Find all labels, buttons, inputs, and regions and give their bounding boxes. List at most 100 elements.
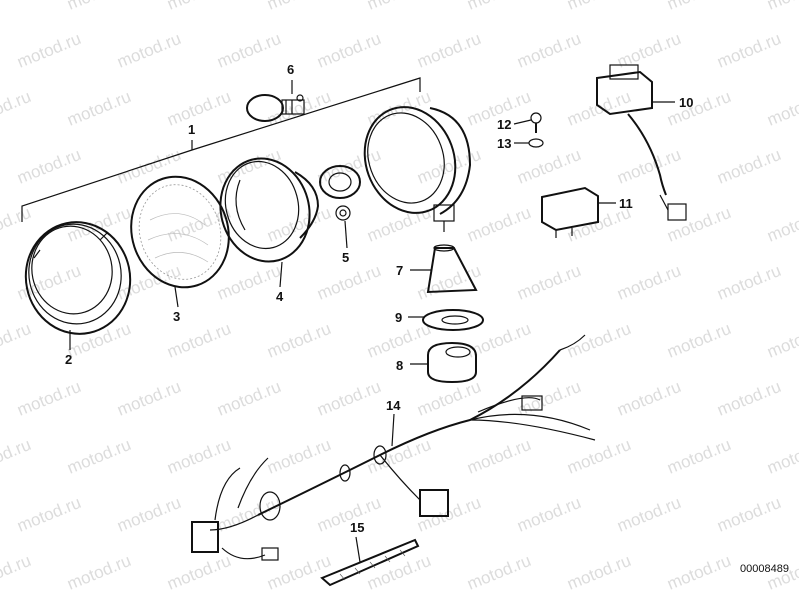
screw-part xyxy=(530,112,542,133)
watermark-text: motod.ru xyxy=(514,493,583,536)
watermark-text: motod.ru xyxy=(414,145,483,188)
watermark-text: motod.ru xyxy=(714,493,783,536)
watermark-text: motod.ru xyxy=(764,87,799,130)
callout-14: 14 xyxy=(386,398,401,413)
watermark-text: motod.ru xyxy=(564,435,633,478)
watermark-text: motod.ru xyxy=(0,319,34,362)
callout-labels: 1 2 3 4 5 6 7 8 9 10 11 12 13 14 15 xyxy=(65,62,693,535)
watermark-text: motod.ru xyxy=(64,435,133,478)
callout-3: 3 xyxy=(173,309,180,324)
callout-9: 9 xyxy=(395,310,402,325)
watermark-text: motod.ru xyxy=(464,319,533,362)
watermark-text: motod.ru xyxy=(664,203,733,246)
watermark-text: motod.ru xyxy=(414,29,483,72)
watermark-text: motod.ru xyxy=(214,29,283,72)
watermark-text: motod.ru xyxy=(114,493,183,536)
watermark-text: motod.ru xyxy=(14,29,83,72)
watermark-text: motod.ru xyxy=(464,435,533,478)
watermark-text: motod.ru xyxy=(514,261,583,304)
reflector-part xyxy=(219,157,320,263)
watermark-text: motod.ru xyxy=(0,203,34,246)
watermark-text: motod.ru xyxy=(514,145,583,188)
watermark-text: motod.ru xyxy=(564,87,633,130)
watermark-text: motod.ru xyxy=(664,435,733,478)
lens-part xyxy=(130,175,230,289)
watermark-text: motod.ru xyxy=(614,493,683,536)
watermark-text: motod.ru xyxy=(14,261,83,304)
callout-2: 2 xyxy=(65,352,72,367)
leader-lines xyxy=(69,80,675,563)
socket-clip-part xyxy=(319,165,361,221)
watermark-text: motod.ru xyxy=(464,203,533,246)
watermark-text: motod.ru xyxy=(114,145,183,188)
watermark-text: motod.ru xyxy=(314,29,383,72)
watermark-text: motod.ru xyxy=(714,145,783,188)
callout-7: 7 xyxy=(396,263,403,278)
watermark-text: motod.ru xyxy=(214,493,283,536)
watermark-text: motod.ru xyxy=(0,87,34,130)
watermark-text: motod.ru xyxy=(164,0,233,14)
watermark-text: motod.ru xyxy=(414,493,483,536)
watermark-text: motod.ru xyxy=(714,29,783,72)
watermark-text: motod.ru xyxy=(164,435,233,478)
watermark-text: motod.ru xyxy=(564,319,633,362)
watermark-text: motod.ru xyxy=(64,87,133,130)
callout-13: 13 xyxy=(497,136,511,151)
watermark-text: motod.ru xyxy=(414,261,483,304)
watermark-text: motod.ru xyxy=(314,261,383,304)
callout-4: 4 xyxy=(276,289,284,304)
watermark-text: motod.ru xyxy=(164,551,233,594)
watermark-text: motod.ru xyxy=(764,319,799,362)
bulb-part xyxy=(246,94,305,122)
callout-12: 12 xyxy=(497,117,511,132)
watermark-text: motod.ru xyxy=(614,261,683,304)
watermark-text: motod.ru xyxy=(464,0,533,14)
watermark-text: motod.ru xyxy=(214,261,283,304)
callout-5: 5 xyxy=(342,250,349,265)
watermark-text: motod.ru xyxy=(264,551,333,594)
watermark-text: motod.ru xyxy=(714,261,783,304)
lamp-housing-part xyxy=(363,106,472,232)
mount-cone-part xyxy=(426,244,478,294)
watermark-text: motod.ru xyxy=(714,377,783,420)
watermark-text: motod.ru xyxy=(364,0,433,14)
document-id: 00008489 xyxy=(740,563,789,575)
relay-with-lead-part xyxy=(596,64,687,221)
watermark-text: motod.ru xyxy=(664,0,733,14)
watermark-text: motod.ru xyxy=(264,0,333,14)
washer-part xyxy=(422,309,484,331)
watermark-text: motod.ru xyxy=(664,319,733,362)
watermark-text: motod.ru xyxy=(0,435,34,478)
callout-15: 15 xyxy=(350,520,364,535)
callout-1: 1 xyxy=(188,122,195,137)
watermark-text: motod.ru xyxy=(414,377,483,420)
callout-10: 10 xyxy=(679,95,693,110)
relay-part xyxy=(541,186,599,238)
watermark-text: motod.ru xyxy=(564,551,633,594)
callout-8: 8 xyxy=(396,358,403,373)
group-bracket xyxy=(21,77,421,222)
watermark-text: motod.ru xyxy=(264,435,333,478)
watermark-text: motod.ru xyxy=(114,261,183,304)
watermark-text: motod.ru xyxy=(664,87,733,130)
watermark-text: motod.ru xyxy=(614,145,683,188)
watermark-text: motod.ru xyxy=(464,551,533,594)
watermark-text: motod.ru xyxy=(614,377,683,420)
watermark-text: motod.ru xyxy=(514,29,583,72)
watermark-text: motod.ru xyxy=(364,319,433,362)
watermark-text: motod.ru xyxy=(264,319,333,362)
callout-11: 11 xyxy=(619,196,633,211)
wiring-harness-part xyxy=(191,334,596,561)
watermark-text: motod.ru xyxy=(314,145,383,188)
watermark-text: motod.ru xyxy=(664,551,733,594)
watermark-text: motod.ru xyxy=(764,203,799,246)
watermark-text: motod.ru xyxy=(0,0,34,14)
watermark-text: motod.ru xyxy=(564,0,633,14)
watermark-text: motod.ru xyxy=(764,0,799,14)
watermark-text: motod.ru xyxy=(764,435,799,478)
watermark-text: motod.ru xyxy=(14,493,83,536)
watermark-text: motod.ru xyxy=(214,145,283,188)
callout-6: 6 xyxy=(287,62,294,77)
